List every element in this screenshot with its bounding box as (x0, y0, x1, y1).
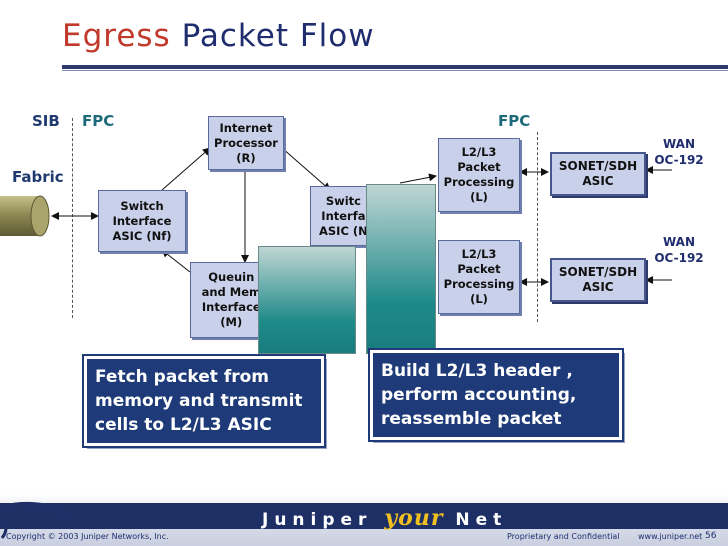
proprietary-text: Proprietary and Confidential (507, 532, 620, 541)
page-number: 56 (705, 531, 717, 541)
website-text: www.juniper.net (638, 532, 703, 541)
processor-to-switch-arrow (281, 147, 331, 191)
brand-net: Net (455, 510, 508, 530)
sonet-sdh-asic-top-box: SONET/SDH ASIC (550, 152, 646, 196)
switch-interface-left-box: Switch Interface ASIC (Nf) (98, 190, 186, 252)
fabric-cylinder-icon (0, 195, 50, 237)
fpc-wan-divider (537, 132, 538, 322)
swoosh-arrow-icon (0, 501, 72, 539)
fabric-label: Fabric (12, 168, 64, 186)
l2l3-processing-bottom-box: L2/L3 Packet Processing (L) (438, 240, 520, 314)
footer-brand-strip (0, 503, 728, 529)
fpc-left-label: FPC (82, 112, 115, 130)
sonet-sdh-asic-bottom-box: SONET/SDH ASIC (550, 258, 646, 302)
sib-label: SIB (32, 112, 60, 130)
title-word-packet-flow: Packet Flow (181, 18, 375, 54)
internet-processor-box: Internet Processor (R) (208, 116, 284, 170)
fpc-right-label: FPC (498, 112, 531, 130)
queuing-to-switch-arrow (161, 249, 191, 273)
title-rule (62, 65, 728, 69)
l2l3-processing-top-box: L2/L3 Packet Processing (L) (438, 138, 520, 212)
switch-to-processor-arrow (161, 147, 211, 191)
brand-your-logo: your (384, 505, 444, 531)
highlight-bar-left (258, 246, 356, 354)
slide-title: Egress Packet Flow (62, 18, 375, 54)
juniper-brand: Juniper your Net (262, 505, 507, 531)
wan-bottom-label: WAN OC-192 (654, 235, 704, 265)
brand-juniper: Juniper (262, 510, 373, 530)
copyright-text: Copyright © 2003 Juniper Networks, Inc. (6, 532, 169, 541)
wan-top-label: WAN OC-192 (654, 137, 704, 167)
title-word-egress: Egress (62, 18, 171, 54)
title-rule-thin (62, 70, 728, 71)
fetch-packet-callout: Fetch packet from memory and transmit ce… (82, 354, 326, 448)
switch-to-l2l3-top-arrow (399, 173, 437, 184)
highlight-bar-right (366, 184, 436, 354)
build-header-callout: Build L2/L3 header , perform accounting,… (368, 348, 624, 442)
